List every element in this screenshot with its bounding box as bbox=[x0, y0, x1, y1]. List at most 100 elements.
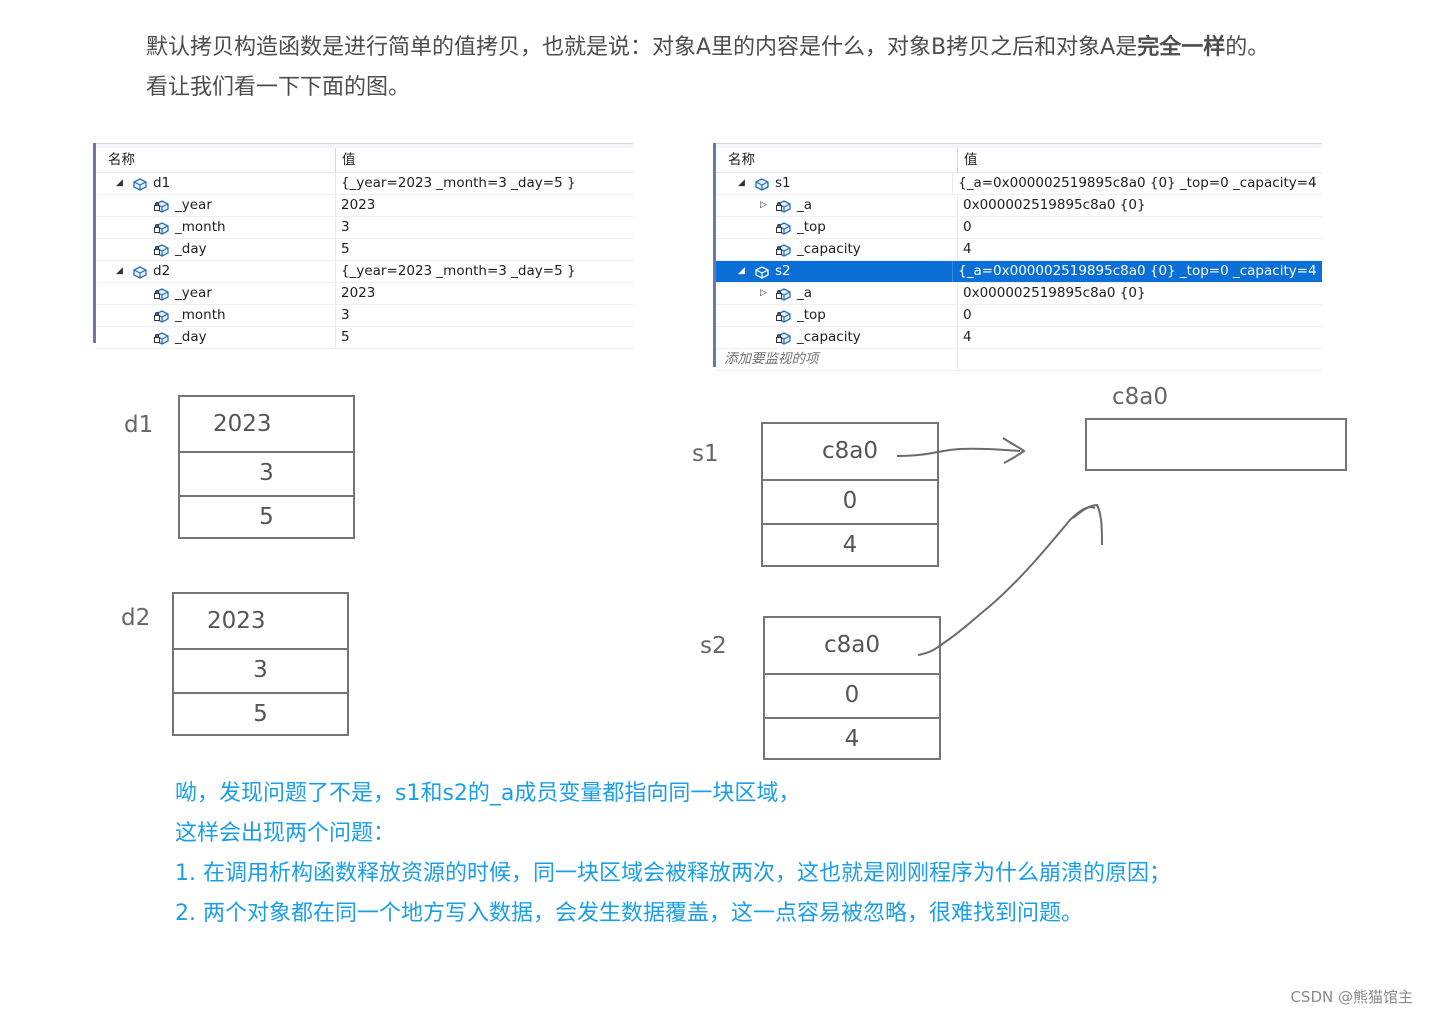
watch-row-value: 4 bbox=[963, 241, 972, 257]
cell-year: 2023 bbox=[207, 608, 266, 634]
watch-row-value: 0 bbox=[963, 307, 972, 323]
expanded-triangle-icon[interactable]: ◢ bbox=[116, 178, 123, 188]
expanded-triangle-icon[interactable]: ◢ bbox=[738, 178, 745, 188]
watch-row-name: s2 bbox=[775, 263, 791, 279]
watch-window-right: 名称 值 ◢ s1 {_a=0x000002519895c8a0 {0} _top=… bbox=[713, 143, 1322, 371]
column-header-value[interactable]: 值 bbox=[342, 152, 356, 168]
watch-row-name-cell: _day bbox=[96, 239, 336, 260]
watch-row-name-cell: _top bbox=[716, 305, 958, 326]
intro-line-2: 看让我们看一下下面的图。 bbox=[146, 75, 411, 100]
collapsed-triangle-icon[interactable]: ▷ bbox=[760, 288, 767, 298]
watch-row[interactable]: ◢s1{_a=0x000002519895c8a0 {0} _top=0 _ca… bbox=[716, 173, 1322, 195]
watch-row-value: 0 bbox=[963, 219, 972, 235]
note-line: 呦，发现问题了不是，s1和s2的_a成员变量都指向同一块区域， bbox=[175, 781, 801, 806]
member-field-icon bbox=[776, 244, 791, 257]
cell-day: 5 bbox=[174, 692, 347, 736]
watch-row-name-cell: _month bbox=[96, 217, 336, 238]
watch-row-name: d1 bbox=[153, 175, 171, 191]
watch-row-name-cell: ◢ d2 bbox=[96, 261, 336, 282]
watch-row-name: _a bbox=[797, 197, 813, 213]
cell-pointer-a: c8a0 bbox=[823, 632, 880, 658]
watch-row-name-cell: ▷ _a bbox=[716, 195, 958, 216]
watch-row-name: _day bbox=[175, 329, 207, 345]
member-field-icon bbox=[776, 288, 791, 301]
memory-box-d1: 2023 3 5 bbox=[178, 395, 355, 539]
note-line: 1. 在调用析构函数释放资源的时候，同一块区域会被释放两次，这也就是刚刚程序为什… bbox=[175, 861, 1171, 886]
watch-row-value: 2023 bbox=[341, 285, 376, 301]
watch-row[interactable]: _top 0 bbox=[716, 217, 1322, 239]
column-header-value[interactable]: 值 bbox=[964, 152, 978, 168]
memory-box-d2: 2023 3 5 bbox=[172, 592, 349, 736]
member-field-icon bbox=[776, 200, 791, 213]
add-watch-item[interactable]: 添加要监视的项 bbox=[716, 349, 1322, 371]
watch-row-value: 0x000002519895c8a0 {0} bbox=[963, 197, 1146, 213]
watch-row[interactable]: ▷ _a 0x000002519895c8a0 {0} bbox=[716, 195, 1322, 217]
column-header-name[interactable]: 名称 bbox=[96, 148, 336, 172]
note-line: 这样会出现两个问题： bbox=[175, 821, 396, 846]
cell-pointer-a: c8a0 bbox=[821, 438, 878, 464]
arrow-s2-to-heap bbox=[917, 506, 1096, 656]
watch-row-name-cell: _capacity bbox=[716, 327, 958, 348]
watch-header: 名称 值 bbox=[96, 148, 633, 173]
watch-row-name-cell: ◢ d1 bbox=[96, 173, 336, 194]
watch-row-name: _top bbox=[797, 219, 826, 235]
object-icon bbox=[133, 178, 147, 191]
watch-row-name-cell: _capacity bbox=[716, 239, 958, 260]
watch-row[interactable]: _top 0 bbox=[716, 305, 1322, 327]
member-field-icon bbox=[154, 288, 169, 301]
watch-row-name-cell: _day bbox=[96, 327, 336, 348]
watch-header: 名称 值 bbox=[716, 148, 1322, 173]
watch-row-name: d2 bbox=[153, 263, 171, 279]
watch-row[interactable]: ◢ s2 {_a=0x000002519895c8a0 {0} _top=0 _ca… bbox=[716, 261, 1322, 283]
object-icon bbox=[133, 266, 147, 279]
watch-row[interactable]: ◢d2{_year=2023 _month=3 _day=5 } bbox=[96, 261, 633, 283]
cell-month: 3 bbox=[180, 451, 353, 495]
member-field-icon bbox=[154, 222, 169, 235]
member-field-icon bbox=[154, 310, 169, 323]
object-icon bbox=[755, 178, 769, 191]
member-field-icon bbox=[776, 310, 791, 323]
watch-row-name: s1 bbox=[775, 175, 791, 191]
watch-row-value: {_a=0x000002519895c8a0 {0} _top=0 _capac… bbox=[958, 263, 1322, 279]
watch-toolbar-edge bbox=[716, 143, 1322, 148]
heap-block bbox=[1085, 418, 1347, 471]
watermark: CSDN @熊猫馆主 bbox=[1290, 988, 1413, 1006]
watch-rows: ◢ s1 {_a=0x000002519895c8a0 {0} _top=0 _ca… bbox=[716, 173, 1322, 349]
member-field-icon bbox=[154, 244, 169, 257]
notes: 呦，发现问题了不是，s1和s2的_a成员变量都指向同一块区域， 这样会出现两个问… bbox=[175, 774, 1325, 934]
watch-row-name: _month bbox=[175, 307, 226, 323]
intro-text-b: 的。 bbox=[1225, 35, 1270, 60]
diagram-label-heap: c8a0 bbox=[1112, 384, 1169, 410]
watch-row[interactable]: ◢d1{_year=2023 _month=3 _day=5 } bbox=[96, 173, 633, 195]
memory-box-s1: c8a0 0 4 bbox=[761, 422, 939, 567]
note-line: 2. 两个对象都在同一个地方写入数据，会发生数据覆盖，这一点容易被忽略，很难找到… bbox=[175, 901, 1083, 926]
watch-row-value: 4 bbox=[963, 329, 972, 345]
watch-row-name: _day bbox=[175, 241, 207, 257]
watch-row-value: 5 bbox=[341, 329, 350, 345]
expanded-triangle-icon[interactable]: ◢ bbox=[738, 266, 745, 276]
watch-toolbar-edge bbox=[96, 143, 633, 148]
column-header-name[interactable]: 名称 bbox=[716, 148, 958, 172]
diagram-label-s1: s1 bbox=[692, 441, 719, 467]
watch-row[interactable]: _day 5 bbox=[96, 327, 633, 349]
diagram-label-d1: d1 bbox=[124, 412, 154, 438]
add-watch-item-label[interactable]: 添加要监视的项 bbox=[716, 349, 958, 370]
watch-row[interactable]: _capacity 4 bbox=[716, 327, 1322, 349]
cell-month: 3 bbox=[174, 648, 347, 692]
arrowhead-s2 bbox=[1072, 503, 1103, 546]
collapsed-triangle-icon[interactable]: ▷ bbox=[760, 200, 767, 210]
watch-row-name-cell: ◢ s1 bbox=[716, 173, 954, 194]
watch-row[interactable]: _year 2023 bbox=[96, 283, 633, 305]
intro-text-a: 默认拷贝构造函数是进行简单的值拷贝，也就是说：对象A里的内容是什么，对象B拷贝之… bbox=[146, 35, 1138, 60]
watch-row-name: _year bbox=[175, 285, 212, 301]
expanded-triangle-icon[interactable]: ◢ bbox=[116, 266, 123, 276]
watch-row-name-cell: _top bbox=[716, 217, 958, 238]
watch-row-name: _a bbox=[797, 285, 813, 301]
watch-row[interactable]: _capacity 4 bbox=[716, 239, 1322, 261]
